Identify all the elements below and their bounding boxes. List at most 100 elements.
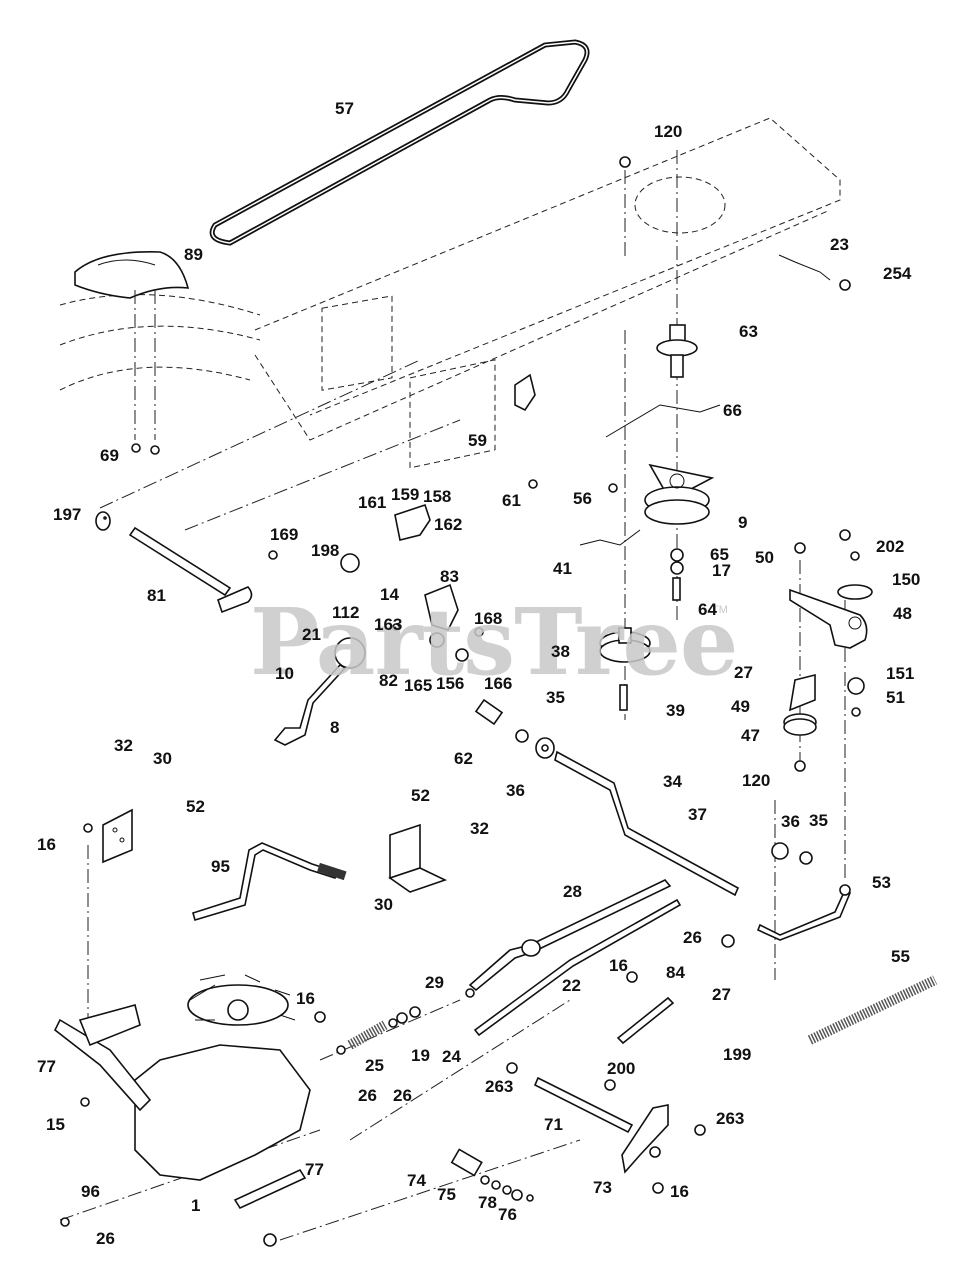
callout-163[interactable]: 163 bbox=[374, 615, 403, 634]
callout-48[interactable]: 48 bbox=[893, 604, 912, 623]
callout-197[interactable]: 197 bbox=[53, 505, 82, 524]
callout-78[interactable]: 78 bbox=[478, 1193, 497, 1212]
callout-158[interactable]: 158 bbox=[423, 487, 452, 506]
callout-64[interactable]: 64 bbox=[698, 600, 717, 619]
shaft-part[interactable] bbox=[95, 511, 253, 614]
callout-263[interactable]: 263 bbox=[716, 1109, 745, 1128]
fender-handle-part[interactable] bbox=[74, 251, 190, 299]
callout-19[interactable]: 19 bbox=[411, 1046, 430, 1065]
callout-120[interactable]: 120 bbox=[742, 771, 771, 790]
callout-165[interactable]: 165 bbox=[404, 676, 433, 695]
callout-37[interactable]: 37 bbox=[688, 805, 707, 824]
callout-82[interactable]: 82 bbox=[379, 671, 398, 690]
callout-71[interactable]: 71 bbox=[544, 1115, 563, 1134]
extension-spring-55[interactable] bbox=[807, 975, 938, 1045]
callout-35[interactable]: 35 bbox=[546, 688, 565, 707]
pulley-38[interactable] bbox=[599, 627, 651, 663]
callout-89[interactable]: 89 bbox=[184, 245, 203, 264]
callout-76[interactable]: 76 bbox=[498, 1205, 517, 1224]
electric-clutch[interactable] bbox=[644, 463, 715, 525]
callout-159[interactable]: 159 bbox=[391, 485, 420, 504]
pedal-rod-95[interactable] bbox=[192, 842, 347, 921]
callout-22[interactable]: 22 bbox=[562, 976, 581, 995]
callout-65[interactable]: 65 bbox=[710, 545, 729, 564]
callout-51[interactable]: 51 bbox=[886, 688, 905, 707]
drive-rods[interactable] bbox=[468, 879, 682, 1037]
callout-73[interactable]: 73 bbox=[593, 1178, 612, 1197]
callout-200[interactable]: 200 bbox=[607, 1059, 636, 1078]
callout-254[interactable]: 254 bbox=[883, 264, 912, 283]
callout-35[interactable]: 35 bbox=[809, 811, 828, 830]
callout-151[interactable]: 151 bbox=[886, 664, 915, 683]
callout-26[interactable]: 26 bbox=[358, 1086, 377, 1105]
callout-30[interactable]: 30 bbox=[374, 895, 393, 914]
callout-156[interactable]: 156 bbox=[436, 674, 465, 693]
callout-16[interactable]: 16 bbox=[37, 835, 56, 854]
callout-96[interactable]: 96 bbox=[81, 1182, 100, 1201]
callout-28[interactable]: 28 bbox=[563, 882, 582, 901]
mounting-bracket-30-left[interactable] bbox=[102, 808, 133, 864]
callout-39[interactable]: 39 bbox=[666, 701, 685, 720]
callout-77[interactable]: 77 bbox=[305, 1160, 324, 1179]
callout-21[interactable]: 21 bbox=[302, 625, 321, 644]
transaxle[interactable] bbox=[53, 974, 311, 1247]
callout-83[interactable]: 83 bbox=[440, 567, 459, 586]
callout-26[interactable]: 26 bbox=[393, 1086, 412, 1105]
callout-52[interactable]: 52 bbox=[411, 786, 430, 805]
pulley-47[interactable] bbox=[783, 673, 817, 772]
callout-61[interactable]: 61 bbox=[502, 491, 521, 510]
callout-50[interactable]: 50 bbox=[755, 548, 774, 567]
callout-198[interactable]: 198 bbox=[311, 541, 340, 560]
callout-49[interactable]: 49 bbox=[731, 697, 750, 716]
callout-41[interactable]: 41 bbox=[553, 559, 572, 578]
callout-16[interactable]: 16 bbox=[670, 1182, 689, 1201]
callout-263[interactable]: 263 bbox=[485, 1077, 514, 1096]
callout-56[interactable]: 56 bbox=[573, 489, 592, 508]
callout-55[interactable]: 55 bbox=[891, 947, 910, 966]
link-84[interactable] bbox=[616, 996, 675, 1045]
callout-25[interactable]: 25 bbox=[365, 1056, 384, 1075]
callout-161[interactable]: 161 bbox=[358, 493, 387, 512]
callout-26[interactable]: 26 bbox=[96, 1229, 115, 1248]
callout-23[interactable]: 23 bbox=[830, 235, 849, 254]
callout-34[interactable]: 34 bbox=[663, 772, 682, 791]
callout-47[interactable]: 47 bbox=[741, 726, 760, 745]
idler-arm-bracket[interactable] bbox=[789, 584, 873, 649]
callout-202[interactable]: 202 bbox=[876, 537, 905, 556]
mounting-bracket-30-right[interactable] bbox=[388, 823, 448, 893]
callout-16[interactable]: 16 bbox=[609, 956, 628, 975]
callout-59[interactable]: 59 bbox=[468, 431, 487, 450]
callout-66[interactable]: 66 bbox=[723, 401, 742, 420]
callout-166[interactable]: 166 bbox=[484, 674, 513, 693]
callout-1[interactable]: 1 bbox=[191, 1196, 201, 1215]
callout-112[interactable]: 112 bbox=[332, 603, 360, 622]
callout-77[interactable]: 77 bbox=[37, 1057, 56, 1076]
callout-69[interactable]: 69 bbox=[100, 446, 119, 465]
callout-168[interactable]: 168 bbox=[474, 609, 503, 628]
callout-10[interactable]: 10 bbox=[275, 664, 294, 683]
callout-120[interactable]: 120 bbox=[654, 122, 683, 141]
callout-32[interactable]: 32 bbox=[114, 736, 133, 755]
lift-link-53[interactable] bbox=[756, 884, 852, 941]
callout-9[interactable]: 9 bbox=[738, 513, 748, 532]
callout-52[interactable]: 52 bbox=[186, 797, 205, 816]
callout-29[interactable]: 29 bbox=[425, 973, 444, 992]
callout-15[interactable]: 15 bbox=[46, 1115, 65, 1134]
callout-8[interactable]: 8 bbox=[330, 718, 340, 737]
callout-75[interactable]: 75 bbox=[437, 1185, 456, 1204]
bracket-73[interactable] bbox=[621, 1104, 669, 1174]
callout-27[interactable]: 27 bbox=[734, 663, 753, 682]
callout-32[interactable]: 32 bbox=[470, 819, 489, 838]
callout-95[interactable]: 95 bbox=[211, 857, 230, 876]
callout-27[interactable]: 27 bbox=[712, 985, 731, 1004]
idler-shaft-pulley[interactable] bbox=[656, 324, 698, 378]
callout-57[interactable]: 57 bbox=[335, 99, 354, 118]
callout-74[interactable]: 74 bbox=[407, 1171, 426, 1190]
callout-169[interactable]: 169 bbox=[270, 525, 299, 544]
callout-16[interactable]: 16 bbox=[296, 989, 315, 1008]
callout-84[interactable]: 84 bbox=[666, 963, 685, 982]
strap-71[interactable] bbox=[533, 1076, 634, 1134]
callout-62[interactable]: 62 bbox=[454, 749, 473, 768]
callout-162[interactable]: 162 bbox=[434, 515, 463, 534]
callout-24[interactable]: 24 bbox=[442, 1047, 461, 1066]
